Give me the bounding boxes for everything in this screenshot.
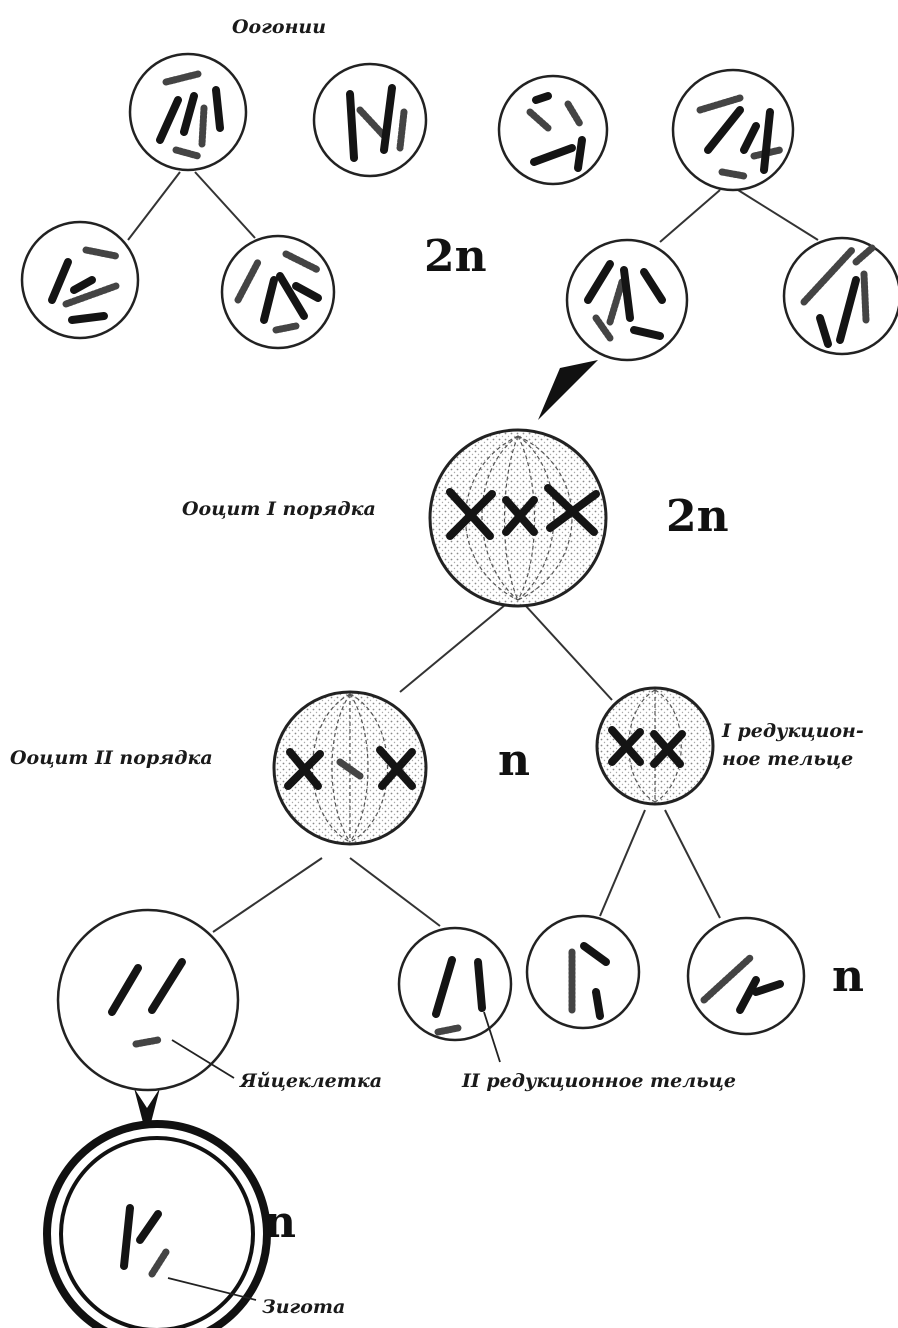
ploidy-polar-bodies: n (832, 951, 864, 1002)
oogonium-daughter-4 (782, 236, 898, 356)
ploidy-oocyte-2: n (498, 735, 530, 786)
oocyte-2-cell (272, 690, 428, 846)
polar-body-daughter-1 (525, 914, 641, 1030)
polar-body-2-cell (397, 926, 513, 1063)
label-zygote: Зигота (262, 1296, 346, 1318)
oogonium-daughter-1 (20, 220, 140, 340)
polar-body-daughter-2 (686, 916, 806, 1036)
oocyte-1-cell (428, 428, 608, 608)
egg-cell (56, 908, 240, 1092)
lineage-connectors (127, 171, 819, 933)
label-polar-body-1-line2: ное тельце (722, 748, 854, 770)
oogonium-daughter-2 (220, 234, 336, 350)
arrow-to-zygote (134, 1088, 160, 1138)
oogonium-cell-1 (128, 52, 248, 172)
zygote-cell (43, 1120, 271, 1328)
ploidy-zygote: n (264, 1197, 296, 1248)
oogonium-cell-4 (671, 68, 795, 192)
label-oocyte-2: Ооцит II порядка (10, 747, 213, 769)
ploidy-oogonia: 2n (424, 231, 487, 282)
arrow-to-oocyte1 (538, 360, 598, 420)
label-oogonia: Оогонии (232, 16, 327, 38)
label-egg: Яйцеклетка (240, 1070, 383, 1092)
label-oocyte-1: Ооцит I порядка (182, 498, 376, 520)
ploidy-oocyte-1: 2n (666, 491, 729, 542)
polar-body-1-cell (595, 686, 715, 806)
oogonium-cell-3 (497, 74, 609, 186)
oogonium-daughter-3 (565, 238, 689, 362)
label-polar-body-1-line1: I редукцион- (722, 720, 864, 742)
oogonium-cell-2 (312, 62, 428, 178)
label-polar-body-2: II редукционное тельце (462, 1070, 737, 1092)
